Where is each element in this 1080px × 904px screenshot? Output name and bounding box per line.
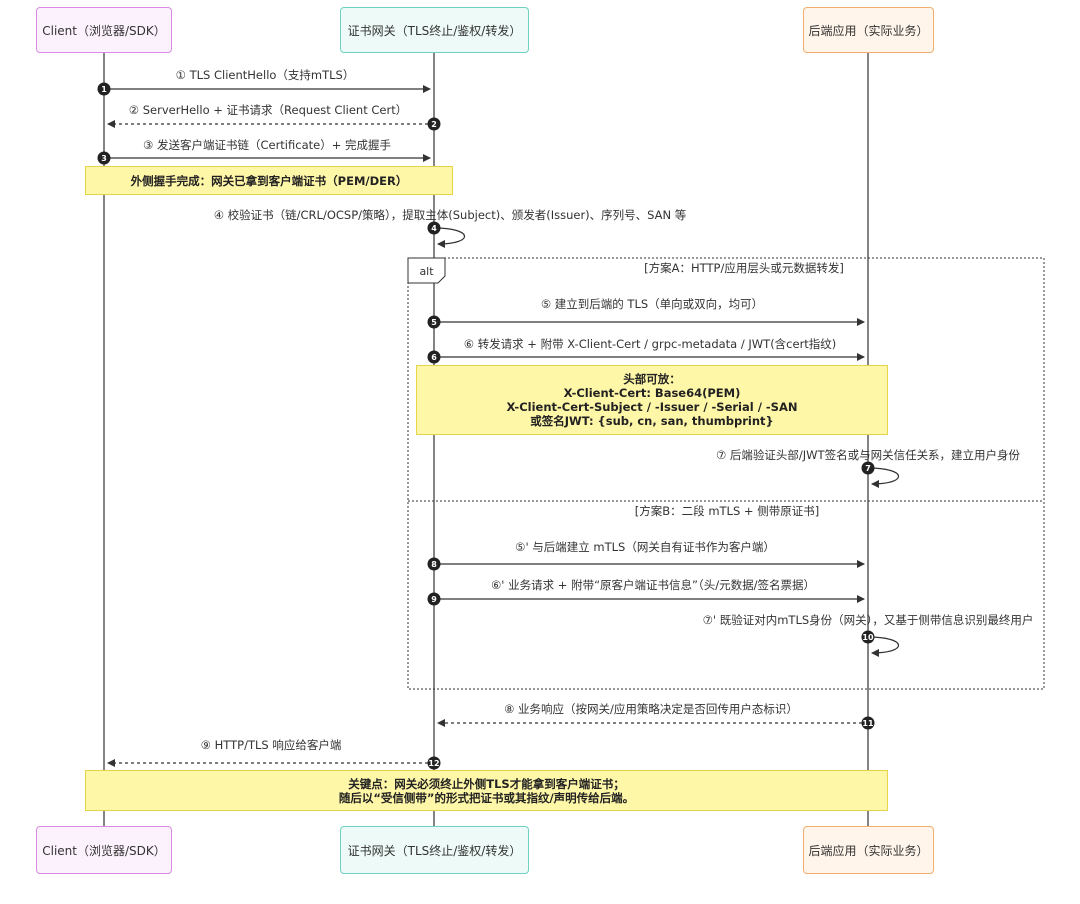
- svg-text:8: 8: [431, 560, 437, 569]
- msg-6-label: ⑥ 转发请求 + 附带 X-Client-Cert / grpc-metadat…: [464, 337, 837, 351]
- svg-text:12: 12: [428, 759, 439, 768]
- msg-12-label: ⑨ HTTP/TLS 响应给客户端: [201, 738, 342, 752]
- svg-text:2: 2: [431, 120, 437, 129]
- msg-8-label: ⑤' 与后端建立 mTLS（网关自有证书作为客户端）: [515, 540, 775, 554]
- msg-4-self-arrow: [433, 227, 466, 248]
- msg-7-self-arrow: [867, 467, 900, 488]
- msg-5-label: ⑤ 建立到后端的 TLS（单向或双向，均可）: [541, 297, 763, 311]
- svg-text:4: 4: [431, 224, 437, 233]
- actor-backend-top: 后端应用（实际业务）: [803, 7, 934, 53]
- msg-7-label: ⑦ 后端验证头部/JWT签名或与网关信任关系，建立用户身份: [716, 448, 1021, 462]
- msg-7-badge: 7: [861, 461, 875, 475]
- alt-section-a-label: [方案A：HTTP/应用层头或元数据转发]: [644, 261, 844, 275]
- alt-frame: [407, 257, 1045, 690]
- svg-text:11: 11: [862, 719, 874, 728]
- svg-text:7: 7: [865, 464, 871, 473]
- actor-backend-bottom: 后端应用（实际业务）: [803, 826, 934, 874]
- note-key-point: 关键点：网关必须终止外侧TLS才能拿到客户端证书； 随后以“受信侧带”的形式把证…: [85, 770, 888, 811]
- svg-text:10: 10: [862, 633, 874, 642]
- msg-10-label: ⑦' 既验证对内mTLS身份（网关），又基于侧带信息识别最终用户: [703, 613, 1034, 627]
- svg-text:3: 3: [101, 154, 107, 163]
- msg-10-badge: 10: [861, 630, 875, 644]
- alt-tag-box: [407, 257, 446, 284]
- note-handshake-line-1: 外侧握手完成：网关已拿到客户端证书（PEM/DER）: [130, 173, 408, 188]
- msg-8-badge: 8: [427, 557, 441, 571]
- actor-client-bottom: Client（浏览器/SDK）: [36, 826, 172, 874]
- note-headers-line-4: 或签名JWT: {sub, cn, san, thumbprint}: [530, 414, 774, 428]
- msg-1-label: ① TLS ClientHello（支持mTLS）: [176, 68, 355, 82]
- actor-gateway-top: 证书网关（TLS终止/鉴权/转发）: [340, 7, 529, 53]
- svg-text:6: 6: [431, 353, 437, 362]
- note-headers-line-2: X-Client-Cert: Base64(PEM): [563, 386, 741, 400]
- msg-11-label: ⑧ 业务响应（按网关/应用策略决定是否回传用户态标识）: [504, 702, 798, 716]
- msg-4-label: ④ 校验证书（链/CRL/OCSP/策略），提取主体(Subject)、颁发者(…: [214, 208, 687, 222]
- msg-4-badge: 4: [427, 221, 441, 235]
- actor-gateway-bottom: 证书网关（TLS终止/鉴权/转发）: [340, 826, 529, 874]
- note-handshake: 外侧握手完成：网关已拿到客户端证书（PEM/DER）: [85, 166, 453, 195]
- msg-2-badge: 2: [427, 117, 441, 131]
- note-headers-line-3: X-Client-Cert-Subject / -Issuer / -Seria…: [506, 400, 798, 414]
- svg-text:9: 9: [431, 595, 437, 604]
- msg-9-label: ⑥' 业务请求 + 附带“原客户端证书信息”（头/元数据/签名票据）: [491, 578, 815, 592]
- msg-6-badge: 6: [427, 350, 441, 364]
- msg-12-badge: 12: [427, 756, 441, 770]
- note-headers: 头部可放： X-Client-Cert: Base64(PEM) X-Clien…: [416, 365, 888, 435]
- note-headers-line-1: 头部可放：: [623, 372, 681, 386]
- note-key-line-2: 随后以“受信侧带”的形式把证书或其指纹/声明传给后端。: [338, 790, 635, 805]
- svg-text:1: 1: [101, 85, 107, 94]
- msg-1-badge: 1: [97, 82, 111, 96]
- msg-5-badge: 5: [427, 315, 441, 329]
- msg-10-self-arrow: [867, 636, 900, 657]
- note-key-line-1: 关键点：网关必须终止外侧TLS才能拿到客户端证书；: [348, 776, 625, 791]
- alt-tag: alt: [419, 265, 434, 278]
- msg-2-label: ② ServerHello + 证书请求（Request Client Cert…: [129, 103, 407, 117]
- msg-9-badge: 9: [427, 592, 441, 606]
- svg-text:5: 5: [431, 318, 437, 327]
- actor-client-top: Client（浏览器/SDK）: [36, 7, 172, 53]
- msg-3-badge: 3: [97, 151, 111, 165]
- msg-3-label: ③ 发送客户端证书链（Certificate）+ 完成握手: [143, 138, 391, 152]
- msg-11-badge: 11: [861, 716, 875, 730]
- alt-section-b-label: [方案B：二段 mTLS + 侧带原证书]: [635, 504, 819, 518]
